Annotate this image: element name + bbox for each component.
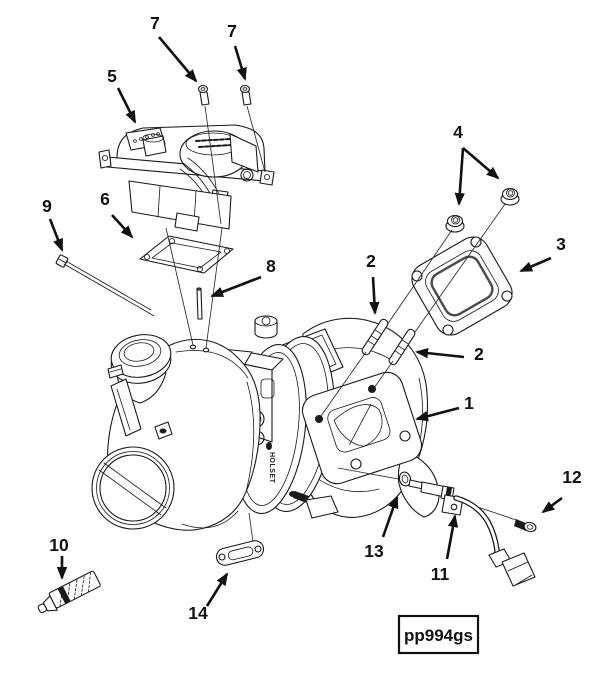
callout-4: 4 bbox=[453, 122, 463, 142]
figure-code-text: pp994gs bbox=[404, 626, 473, 645]
turbine-inlet-flange bbox=[110, 334, 172, 378]
arrow-8 bbox=[210, 275, 262, 298]
arrow-9 bbox=[48, 218, 64, 252]
oring-13 bbox=[398, 471, 412, 487]
arrow-14 bbox=[205, 572, 229, 607]
nut-4-left bbox=[445, 214, 465, 233]
callout-1: 1 bbox=[464, 393, 474, 413]
arrow-7-left bbox=[158, 36, 198, 83]
arrow-13 bbox=[381, 495, 399, 538]
arrow-2-top bbox=[369, 276, 380, 315]
arrow-3 bbox=[519, 256, 552, 273]
arrow-2-right bbox=[415, 347, 465, 359]
callout-labels: 7 7 5 6 9 8 2 2 4 3 1 12 13 11 10 14 bbox=[42, 13, 582, 623]
callout-2-right: 2 bbox=[474, 344, 484, 364]
screw-7-left bbox=[197, 84, 210, 106]
callout-14: 14 bbox=[188, 603, 208, 623]
screw-7-right bbox=[239, 84, 252, 106]
callout-5: 5 bbox=[107, 66, 117, 86]
gasket-14-oil-drain bbox=[215, 540, 265, 566]
holset-brand-text: HOLSET bbox=[268, 452, 275, 484]
callout-6: 6 bbox=[100, 189, 110, 209]
turbocharger-illustration: HOLSET bbox=[91, 315, 440, 531]
arrow-4-left bbox=[454, 147, 465, 206]
callout-9: 9 bbox=[42, 196, 52, 216]
callout-10: 10 bbox=[49, 535, 69, 555]
callout-11: 11 bbox=[431, 564, 450, 584]
callout-12: 12 bbox=[562, 467, 582, 487]
arrow-6 bbox=[111, 214, 134, 239]
actuator-illustration bbox=[98, 124, 275, 232]
arrow-7-right bbox=[233, 45, 247, 81]
arrow-4-right bbox=[462, 147, 500, 180]
callout-13: 13 bbox=[364, 541, 384, 561]
callout-arrows bbox=[48, 36, 563, 607]
callout-2-top: 2 bbox=[366, 251, 376, 271]
stud-2-left bbox=[361, 318, 389, 356]
arrow-5 bbox=[116, 87, 137, 124]
callout-7-left: 7 bbox=[150, 13, 160, 33]
gasket-6-actuator bbox=[139, 235, 234, 274]
nut-4-right bbox=[500, 187, 520, 206]
pin-8 bbox=[196, 287, 203, 320]
figure-code-box: pp994gs bbox=[397, 614, 480, 655]
arrow-12 bbox=[541, 496, 563, 514]
gasket-3-turbine-inlet bbox=[411, 236, 513, 336]
callout-3: 3 bbox=[556, 234, 566, 254]
bolt-12 bbox=[514, 519, 537, 533]
sealant-tube-10 bbox=[37, 570, 101, 614]
speed-sensor-11 bbox=[408, 479, 536, 587]
arrow-1 bbox=[415, 406, 460, 422]
cable-tie-9 bbox=[55, 254, 155, 317]
callout-8: 8 bbox=[266, 256, 276, 276]
callout-7-right: 7 bbox=[227, 21, 237, 41]
arrow-11 bbox=[445, 514, 459, 560]
